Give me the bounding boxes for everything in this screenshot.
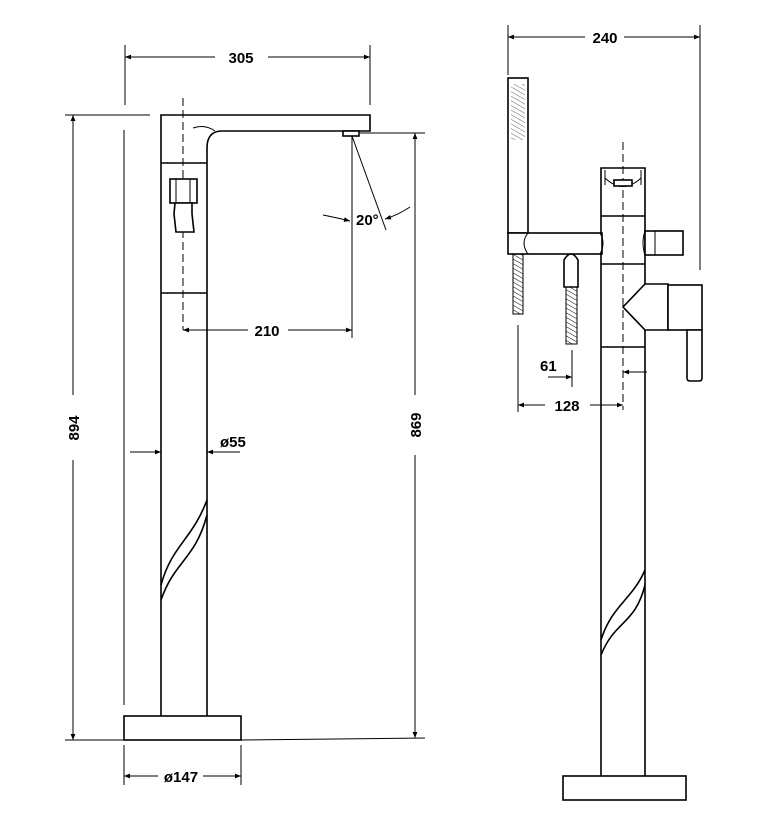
break-line	[600, 569, 646, 656]
mixer-lever	[621, 283, 703, 382]
hand-shower	[507, 77, 604, 315]
break-line	[160, 499, 208, 601]
spout-outlet	[563, 253, 579, 345]
dim-894: 894	[66, 415, 83, 441]
diverter-knob	[642, 230, 684, 256]
dim-61: 61	[540, 358, 557, 375]
dim-d55: ø55	[220, 434, 246, 451]
dim-d147: ø147	[164, 769, 198, 786]
side-view: 240 61 128	[507, 25, 703, 801]
front-view: 305 894 869 20° 210 ø55 ø147	[65, 45, 426, 786]
column	[600, 167, 646, 776]
dim-128: 128	[554, 398, 579, 415]
faucet-body	[160, 114, 371, 716]
dim-20deg: 20°	[356, 212, 379, 229]
mixer-handle	[169, 178, 198, 233]
base-plate	[562, 775, 687, 801]
base-plate	[123, 715, 242, 741]
dim-305: 305	[228, 50, 253, 67]
dim-240: 240	[592, 30, 617, 47]
aerator	[342, 130, 360, 137]
dim-869: 869	[408, 412, 425, 437]
dim-210: 210	[254, 323, 279, 340]
